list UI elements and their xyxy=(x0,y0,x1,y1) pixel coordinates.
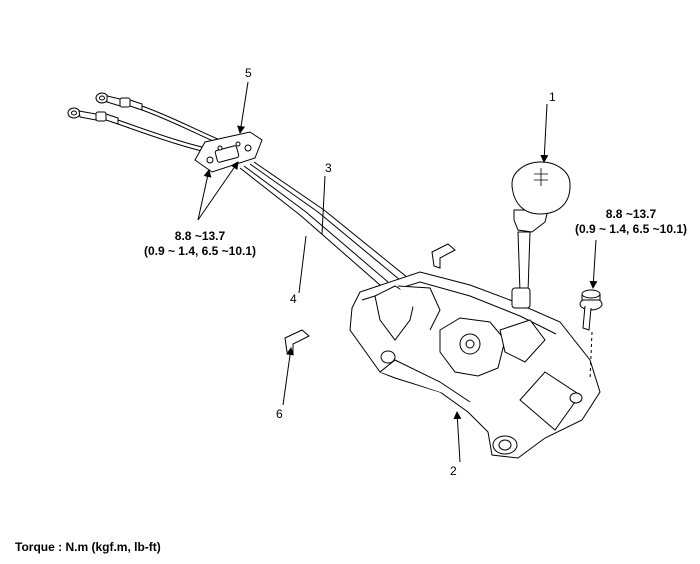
mounting-bolt xyxy=(579,289,603,381)
torque-spec-bracket-line2: (0.9 ~ 1.4, 6.5 ~10.1) xyxy=(143,244,257,258)
cable-bracket xyxy=(194,131,263,173)
leader-lines xyxy=(197,81,598,463)
callout-1: 1 xyxy=(549,90,556,104)
shift-lever-base xyxy=(349,271,601,459)
callout-5: 5 xyxy=(245,66,252,80)
torque-units-legend: Torque : N.m (kgf.m, lb-ft) xyxy=(15,540,161,554)
callout-2: 2 xyxy=(450,464,457,478)
retaining-clip-lower xyxy=(284,329,310,355)
shift-lever-knob xyxy=(511,161,571,309)
torque-spec-bolt: 8.8 ~13.7 (0.9 ~ 1.4, 6.5 ~10.1) xyxy=(566,207,696,237)
callout-4: 4 xyxy=(290,292,297,306)
torque-spec-bolt-line1: 8.8 ~13.7 xyxy=(605,207,657,221)
torque-spec-bracket: 8.8 ~13.7 (0.9 ~ 1.4, 6.5 ~10.1) xyxy=(135,229,265,259)
callout-6: 6 xyxy=(276,407,283,421)
torque-spec-bolt-line2: (0.9 ~ 1.4, 6.5 ~10.1) xyxy=(574,222,688,236)
callout-3: 3 xyxy=(325,161,332,175)
cable-ends xyxy=(67,92,143,125)
torque-spec-bracket-line1: 8.8 ~13.7 xyxy=(174,229,226,243)
retaining-clip-upper xyxy=(431,243,456,269)
